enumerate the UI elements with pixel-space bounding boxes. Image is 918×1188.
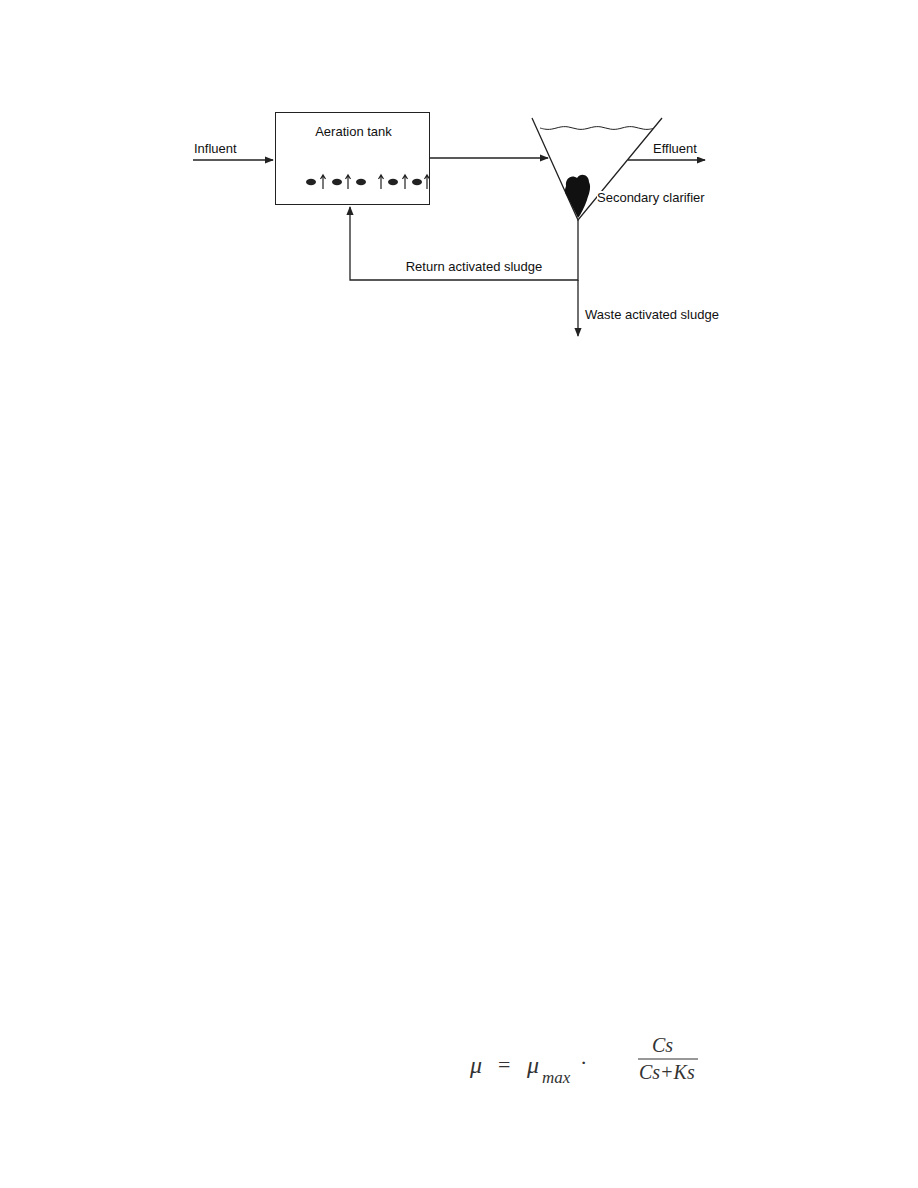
edge-label: Return activated sludge bbox=[405, 260, 544, 275]
formula-denominator: Cs+Ks bbox=[639, 1061, 695, 1084]
secondary-clarifier: Secondary clarifier bbox=[532, 112, 662, 222]
flow-label: Influent bbox=[193, 142, 238, 157]
node-label: Secondary clarifier bbox=[597, 191, 705, 206]
fraction-bar bbox=[638, 1058, 698, 1059]
waste-sludge-arrow bbox=[577, 280, 578, 336]
formula-symbol: μ bbox=[470, 1052, 482, 1079]
aeration-tank: Aeration tank bbox=[275, 112, 430, 205]
flow-label: Effluent bbox=[652, 142, 698, 157]
flow-label: Waste activated sludge bbox=[584, 308, 720, 323]
formula-numerator: Cs bbox=[652, 1034, 673, 1057]
formula-symbol: = bbox=[498, 1052, 510, 1078]
node-label: Aeration tank bbox=[315, 125, 392, 140]
formula-symbol: · bbox=[580, 1050, 587, 1076]
flow-connector bbox=[350, 207, 578, 280]
flow-connector bbox=[430, 157, 548, 158]
influent-arrow bbox=[193, 159, 273, 160]
effluent-arrow bbox=[628, 159, 705, 160]
formula-subscript: max bbox=[542, 1068, 570, 1088]
formula-symbol: μ bbox=[527, 1052, 539, 1079]
